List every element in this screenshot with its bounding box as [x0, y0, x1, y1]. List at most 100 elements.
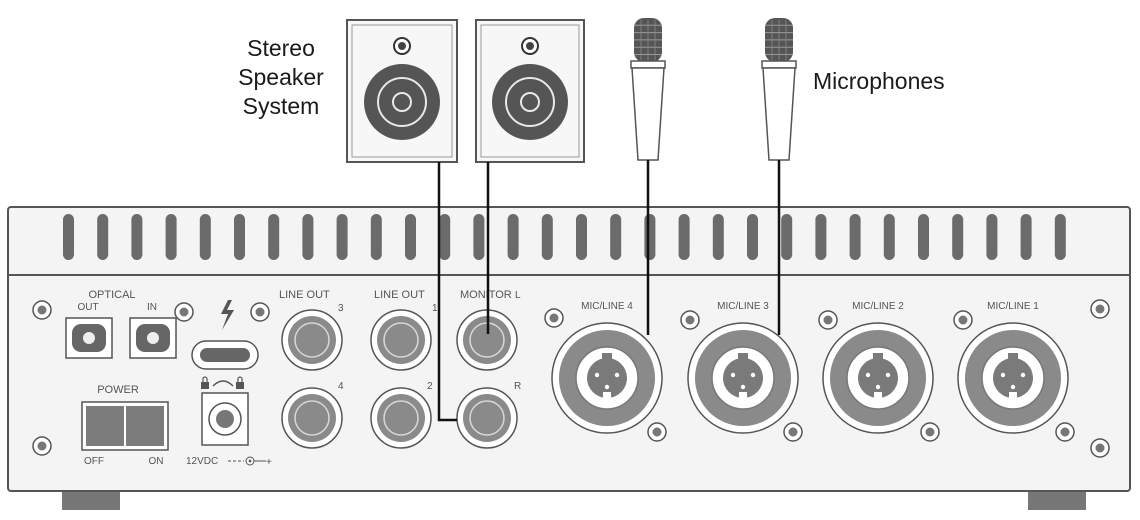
vent-slot [302, 214, 314, 260]
screw [953, 310, 973, 330]
vent-slot [131, 214, 143, 260]
mic-line-inputs [551, 322, 1069, 434]
optical-section: OPTICAL OUT IN [65, 289, 177, 359]
mic-line-1-input[interactable] [957, 322, 1069, 434]
vent-slot [405, 214, 416, 260]
callout-line-2: Speaker [238, 64, 324, 90]
screw [174, 302, 194, 322]
line-out-4-jack[interactable] [281, 387, 343, 449]
vent-slot [268, 214, 280, 260]
line-out-3-4-label: LINE OUT [279, 289, 330, 301]
right-foot [1028, 490, 1086, 510]
jack-l-label: L [515, 290, 521, 301]
line-out-1-2-label: LINE OUT [374, 289, 425, 301]
callout-line-1: Stereo [247, 35, 315, 61]
vent-slot [883, 214, 895, 260]
input-label-mic-line-4: MIC/LINE 4 [581, 301, 633, 312]
power-section: POWER OFF ON [81, 384, 169, 467]
vent-slot [97, 214, 109, 260]
screw [680, 310, 700, 330]
power-on-label: ON [149, 456, 164, 467]
vent-slot [507, 214, 519, 260]
left-speaker [346, 19, 458, 163]
vent-slot [576, 214, 587, 260]
vent-slot [712, 214, 724, 260]
optical-in-port[interactable] [129, 317, 177, 359]
vent-slot [370, 214, 382, 260]
left-foot [62, 490, 120, 510]
vent-slot [165, 214, 177, 260]
jack-2-label: 2 [427, 381, 433, 392]
speaker-system-callout: Stereo Speaker System [222, 34, 340, 121]
jack-1-label: 1 [432, 303, 438, 314]
vent-slot [1054, 214, 1066, 260]
microphones [630, 18, 797, 161]
vent-slot [678, 214, 690, 260]
screw [1055, 422, 1075, 442]
screw [818, 310, 838, 330]
vent-slots [63, 214, 1066, 260]
screw [1090, 299, 1110, 319]
mic-line-3-input[interactable] [687, 322, 799, 434]
vent-slot [439, 214, 451, 260]
jack-r-label: R [514, 381, 521, 392]
vent-slot [918, 214, 929, 260]
power-switch[interactable] [81, 401, 169, 451]
vent-slot [986, 214, 998, 260]
right-speaker [475, 19, 585, 163]
optical-out-port[interactable] [65, 317, 113, 359]
vent-slot [234, 214, 245, 260]
microphones-callout: Microphones [813, 68, 945, 94]
callout-line-3: System [242, 93, 320, 119]
line-out-3-jack[interactable] [281, 309, 343, 371]
vent-slot [644, 214, 656, 260]
screw [920, 422, 940, 442]
screw [783, 422, 803, 442]
screw [544, 308, 564, 328]
screw [647, 422, 667, 442]
vent-slot [747, 214, 758, 260]
input-label-mic-line-2: MIC/LINE 2 [852, 301, 904, 312]
monitor-l-jack[interactable] [456, 309, 518, 371]
screw [32, 300, 52, 320]
vent-slot [336, 214, 348, 260]
thunderbolt-icon [221, 300, 234, 330]
microphone-1 [630, 18, 666, 161]
optical-out-label: OUT [77, 302, 98, 313]
power-label: POWER [97, 384, 139, 396]
dc-polarity-icon: + [228, 456, 272, 468]
screw [32, 436, 52, 456]
input-label-mic-line-1: MIC/LINE 1 [987, 301, 1039, 312]
vent-slot [849, 214, 861, 260]
monitor-label: MONITOR [460, 289, 512, 301]
output-jacks [281, 309, 518, 449]
screws [32, 299, 1110, 458]
vent-slot [541, 214, 553, 260]
screw [1090, 438, 1110, 458]
optical-in-label: IN [147, 302, 157, 313]
vent-slot [815, 214, 827, 260]
lock-icon [201, 376, 244, 389]
line-out-2-jack[interactable] [370, 387, 432, 449]
screw [250, 302, 270, 322]
mic-line-4-input[interactable] [551, 322, 663, 434]
thunderbolt-port[interactable] [191, 340, 259, 370]
vent-slot [199, 214, 211, 260]
vent-slot [952, 214, 964, 260]
input-label-mic-line-3: MIC/LINE 3 [717, 301, 769, 312]
line-out-1-jack[interactable] [370, 309, 432, 371]
monitor-r-jack[interactable] [456, 387, 518, 449]
microphone-2 [761, 18, 797, 161]
left-speaker-cable [437, 162, 457, 422]
cables [437, 160, 781, 422]
optical-label: OPTICAL [88, 289, 135, 301]
jack-4-label: 4 [338, 381, 344, 392]
mic-line-2-input[interactable] [822, 322, 934, 434]
vent-slot [1020, 214, 1032, 260]
dc-power-jack[interactable] [201, 392, 249, 446]
svg-text:+: + [266, 457, 272, 468]
vent-slot [781, 214, 793, 260]
dc-voltage-label: 12VDC [186, 456, 218, 467]
